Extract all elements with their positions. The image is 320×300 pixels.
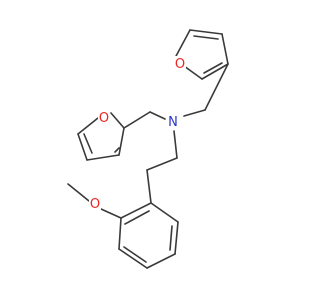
- atom-o-furan-left-label: O: [99, 111, 109, 126]
- atom-o-furan-top: O: [174, 56, 186, 72]
- bond-o-ch3: [67, 183, 90, 202]
- atom-o-furan-left: O: [98, 110, 110, 126]
- bond-ring-o: [100, 208, 122, 219]
- bond-ch2-ring: [146, 169, 152, 204]
- bond-ch2-left-n: [149, 111, 166, 120]
- bond-ch2-top-n: [183, 109, 206, 117]
- atom-o-furan-top-label: O: [175, 57, 185, 72]
- molecule-diagram: O O N O: [67, 29, 229, 269]
- atom-o-methoxy: O: [89, 197, 101, 212]
- bond-ch2-ch2: [146, 157, 178, 171]
- atom-o-methoxy-label: O: [90, 197, 100, 212]
- bond-n-ch2: [173, 130, 178, 159]
- furan-ring-top: [174, 29, 229, 80]
- benzene-ring: [118, 202, 179, 269]
- furan-ring-left: [77, 112, 125, 161]
- bond-ch2-left: [123, 111, 151, 129]
- atom-n-label: N: [168, 115, 178, 130]
- atom-n: N: [166, 112, 180, 130]
- bond-ch2-top: [204, 63, 229, 111]
